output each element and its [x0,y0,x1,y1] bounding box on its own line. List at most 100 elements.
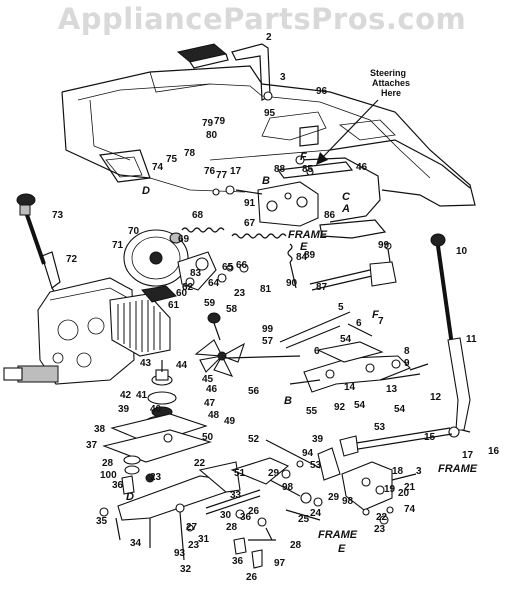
part-number-p17b: 17 [462,450,474,461]
part-number-p19: 19 [384,484,396,495]
part-number-p72: 72 [66,254,78,265]
part-number-p33: 33 [230,490,242,501]
part-number-p91: 91 [244,198,256,209]
part-number-p46a: 46 [356,162,368,173]
part-number-p95: 95 [264,108,276,119]
pulley-70 [123,229,189,287]
part-number-p53a: 53 [374,422,386,433]
part-number-p65: 65 [222,262,234,273]
part-number-p28c: 28 [290,540,302,551]
part-number-p38: 38 [94,424,106,435]
pump-motor [109,285,177,357]
part-number-p35: 35 [96,516,108,527]
control-lever-10 [430,233,471,438]
part-number-p92: 92 [334,402,346,413]
part-number-p11: 11 [466,334,477,345]
frame-label-c-sub: E [338,543,346,555]
ref-letter-f-mid: F [372,309,379,321]
part-number-p98a: 98 [282,482,294,493]
springs [181,227,297,289]
part-number-p8: 8 [404,346,410,357]
part-number-p99b: 99 [262,324,274,335]
part-number-p55: 55 [306,406,318,417]
part-number-p86: 86 [324,210,336,221]
linkage-plates [289,323,429,393]
part-number-p67: 67 [244,218,256,229]
part-number-p7: 7 [378,316,384,327]
part-number-p2: 2 [266,32,272,43]
part-number-p9: 9 [404,358,410,369]
part-number-p69: 69 [178,234,190,245]
part-number-p54a: 54 [340,334,352,345]
part-number-p3b: 3 [416,466,422,477]
part-number-p22a: 22 [194,458,206,469]
steering-callout-arrow [316,99,379,165]
part-number-p10: 10 [456,246,468,257]
part-number-p89: 89 [304,250,316,261]
part-number-p83: 83 [190,268,202,279]
part-number-p29b: 29 [328,492,340,503]
part-number-p51: 51 [234,468,246,479]
part-number-p99a: 99 [378,240,390,251]
part-number-p28b: 28 [226,522,238,533]
part-number-p64: 64 [208,278,220,289]
part-number-p56: 56 [248,386,260,397]
part-number-p52: 52 [248,434,260,445]
part-number-p15: 15 [424,432,436,443]
part-number-p50: 50 [202,432,214,443]
frame-bracket-assembly [212,125,354,227]
fan-assembly [194,312,301,377]
frame-label-b: FRAME [438,463,478,475]
watermark: AppliancePartsPros.com [57,2,467,36]
steering-callout-line3: Here [381,88,401,98]
part-number-p85: 85 [302,164,314,175]
part-number-p57: 57 [262,336,274,347]
part-number-p3: 3 [280,72,286,83]
tractor-body [61,65,476,239]
part-number-p81: 81 [260,284,272,295]
part-number-p97: 97 [274,558,286,569]
part-number-p54c: 54 [394,404,406,415]
shift-lever-73 [16,193,61,301]
brake-pedal [176,43,273,101]
part-number-p79a: 79 [202,118,214,129]
part-number-p90: 90 [286,278,298,289]
part-number-p44: 44 [176,360,188,371]
part-number-p6b: 6 [314,346,320,357]
cross-shaft [339,427,453,525]
part-number-p39b: 39 [312,434,324,445]
part-number-p62: 62 [182,282,194,293]
part-number-p48: 48 [208,410,220,421]
part-number-p31: 31 [198,534,210,545]
part-number-p42: 42 [120,390,132,401]
ref-letter-b-mid: B [284,395,292,407]
left-hardware [99,455,155,517]
part-number-p36a: 36 [112,480,124,491]
pivot-rod [205,457,290,569]
part-number-p87: 87 [316,282,328,293]
part-number-p74b: 74 [404,504,416,515]
part-number-p17a: 17 [230,166,242,177]
part-number-p22b: 22 [376,512,388,523]
ref-letter-b-top: B [262,175,270,187]
part-number-p6a: 6 [356,318,362,329]
part-number-p39a: 39 [118,404,130,415]
part-number-p29a: 29 [268,468,280,479]
steering-callout-line1: Steering [370,68,406,78]
part-number-p71: 71 [112,240,124,251]
part-number-p23d: 23 [188,540,200,551]
part-number-p61: 61 [168,300,180,311]
part-number-p77: 77 [216,170,228,181]
part-number-p47: 47 [204,398,216,409]
part-number-p76: 76 [204,166,216,177]
part-number-p23a: 23 [234,288,246,299]
part-number-p78: 78 [184,148,196,159]
part-number-p30: 30 [220,510,232,521]
part-number-p13: 13 [386,384,398,395]
part-number-p93: 93 [174,548,186,559]
part-number-p26a: 26 [248,506,260,517]
part-number-p27: 27 [186,522,198,533]
part-number-p45: 45 [202,374,214,385]
